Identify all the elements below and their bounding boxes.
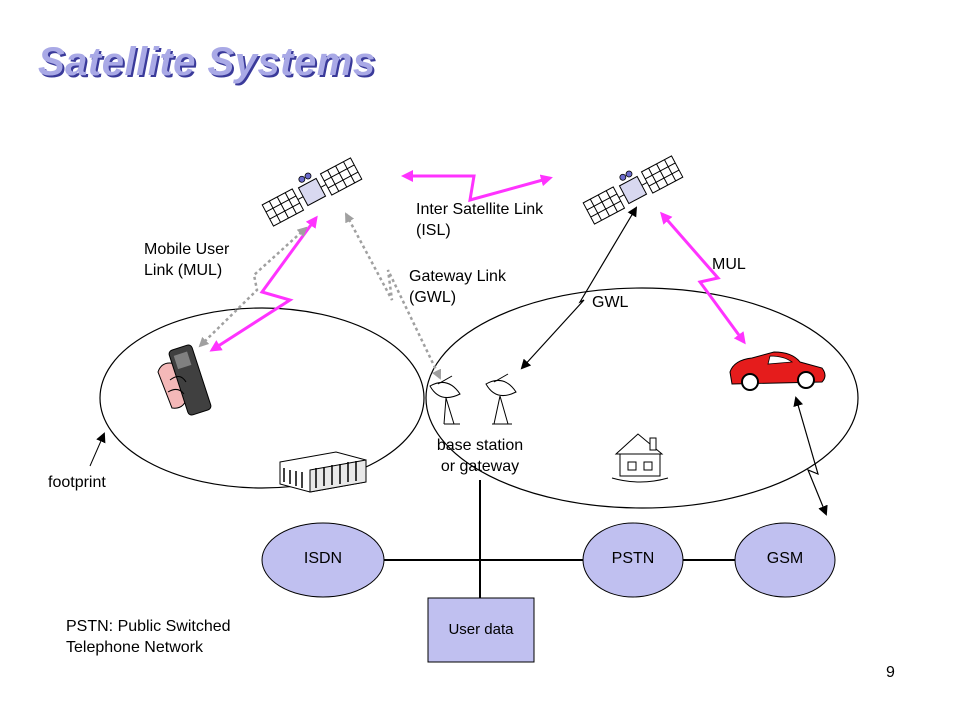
satellite-dish-icon	[429, 373, 517, 425]
mul-left-link	[209, 215, 318, 352]
footprint-left-ellipse	[99, 307, 425, 489]
isdn-node	[261, 522, 385, 598]
gsm-label: GSM	[766, 550, 804, 567]
user-data-label: User data	[448, 621, 514, 638]
gsm-node	[734, 522, 836, 598]
slide-title: Satellite Systems	[38, 40, 376, 84]
satellite-icon	[261, 157, 363, 227]
gwl-right-link	[520, 206, 638, 370]
footprint-right-ellipse	[425, 287, 859, 509]
legend-label: PSTN: Public Switched Telephone Network	[66, 616, 231, 658]
isl-label-line1: Inter Satellite Link	[416, 201, 544, 218]
base-station-label-line2: or gateway	[440, 458, 520, 475]
satellite-icon	[582, 155, 684, 225]
legend-label-line2: Telephone Network	[66, 639, 203, 656]
mul-left-label: Mobile User Link (MUL)	[144, 239, 229, 281]
legend-label-line1: PSTN: Public Switched	[66, 618, 231, 635]
car-gsm-link	[793, 396, 828, 516]
mobile-phone-icon	[157, 344, 212, 416]
page-number: 9	[886, 664, 895, 681]
gwl-right-label: GWL	[592, 294, 629, 311]
isl-link	[401, 170, 553, 203]
pstn-node	[582, 522, 684, 598]
mul-left-label-line2: Link (MUL)	[144, 262, 223, 279]
base-station-label: base station or gateway	[418, 435, 542, 477]
house-icon	[611, 433, 669, 483]
gwl-left-label: Gateway Link (GWL)	[409, 266, 506, 308]
car-icon	[729, 351, 826, 391]
gwl-left-label-line2: (GWL)	[409, 289, 457, 306]
mul-right-link	[660, 211, 746, 345]
footprint-arrow	[89, 432, 106, 467]
footprint-label: footprint	[48, 474, 106, 491]
pstn-label: PSTN	[611, 550, 655, 567]
isdn-label: ISDN	[303, 550, 343, 567]
gwl-left-dotted	[344, 212, 442, 380]
office-building-icon	[279, 451, 367, 493]
isl-label-line2: (ISL)	[416, 222, 451, 239]
isl-label: Inter Satellite Link (ISL)	[416, 199, 543, 241]
base-station-label-line1: base station	[436, 437, 524, 454]
mul-left-label-line1: Mobile User	[144, 241, 230, 258]
user-data-node	[427, 597, 535, 663]
gwl-left-label-line1: Gateway Link	[409, 268, 506, 285]
mul-right-label: MUL	[712, 256, 746, 273]
